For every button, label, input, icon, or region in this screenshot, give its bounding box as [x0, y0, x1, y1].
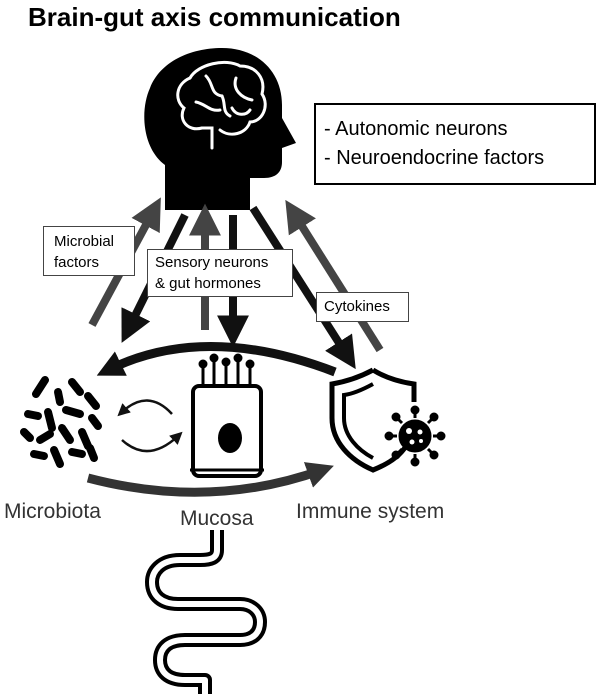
neuroendocrine-factors-label: - Neuroendocrine factors [324, 147, 545, 169]
immune-to-microbiota-arrow [96, 342, 337, 377]
immune-system-label: Immune system [296, 500, 445, 523]
cycle-arrows-icon [117, 399, 183, 453]
diagram-title: Brain-gut axis communication [28, 2, 401, 32]
brain-to-immune-arrow [249, 205, 356, 370]
microbial-factors-box: Microbial factors [43, 226, 135, 276]
sensory-neurons-line-1: Sensory neurons [155, 254, 269, 271]
bacteria-icon [20, 376, 102, 468]
microbiota-label: Microbiota [4, 500, 101, 523]
microbial-factors-line-2: factors [54, 254, 100, 271]
intestine-icon [145, 530, 267, 694]
brain-head-icon [144, 48, 296, 210]
cytokines-box: Cytokines [316, 292, 409, 322]
microbiota-to-immune-arrow [86, 462, 334, 497]
mucosa-cell-icon [190, 353, 264, 478]
cytokines-arrow [285, 199, 384, 353]
autonomic-neurons-label: - Autonomic neurons [324, 118, 508, 140]
shield-virus-icon [329, 367, 446, 473]
autonomic-neuroendocrine-box: - Autonomic neurons - Neuroendocrine fac… [314, 103, 596, 185]
cytokines-label: Cytokines [324, 298, 390, 315]
microbial-factors-line-1: Microbial [54, 233, 115, 250]
mucosa-label: Mucosa [180, 507, 254, 530]
sensory-neurons-box: Sensory neurons & gut hormones [147, 249, 293, 297]
sensory-neurons-line-2: & gut hormones [155, 275, 261, 292]
